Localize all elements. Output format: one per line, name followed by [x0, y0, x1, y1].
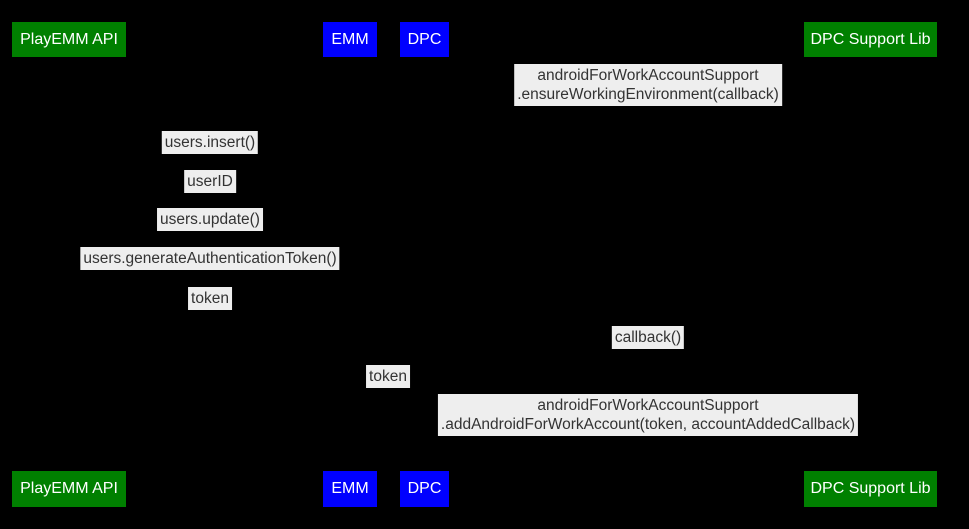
actor-dpc-support-lib-top: DPC Support Lib [804, 22, 937, 57]
message-users-update: users.update() [157, 208, 263, 231]
message-line: .addAndroidForWorkAccount(token, account… [440, 416, 856, 433]
message-line: .ensureWorkingEnvironment(callback) [517, 86, 779, 103]
actor-playemm-api-top: PlayEMM API [12, 22, 126, 57]
actor-dpc-bottom: DPC [400, 471, 449, 507]
actor-emm-top: EMM [323, 22, 377, 57]
message-add-android-for-work-account: androidForWorkAccountSupport .addAndroid… [437, 394, 859, 436]
message-ensure-working-environment: androidForWorkAccountSupport .ensureWork… [514, 64, 782, 106]
actor-playemm-api-bottom: PlayEMM API [12, 471, 126, 507]
actor-emm-bottom: EMM [323, 471, 377, 507]
actor-dpc-top: DPC [400, 22, 449, 57]
message-users-insert: users.insert() [161, 131, 259, 154]
message-token-pass: token [366, 365, 410, 388]
message-line: androidForWorkAccountSupport [537, 67, 759, 84]
message-generate-authentication-token: users.generateAuthenticationToken() [80, 247, 340, 270]
message-token-return: token [188, 287, 232, 310]
message-user-id: userID [184, 170, 236, 193]
message-callback: callback() [611, 326, 685, 349]
message-line: androidForWorkAccountSupport [537, 397, 759, 414]
actor-dpc-support-lib-bottom: DPC Support Lib [804, 471, 937, 507]
